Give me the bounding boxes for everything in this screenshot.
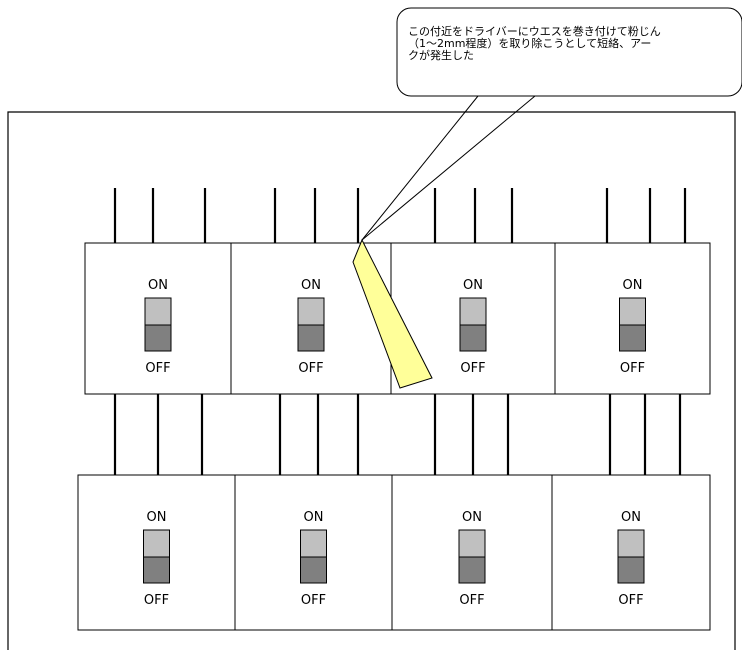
switch-lever-bottom xyxy=(300,556,327,584)
on-label: ON xyxy=(304,510,324,525)
switch-lever-top xyxy=(458,529,486,558)
switch-lever-bottom xyxy=(144,324,172,352)
switch-lever-top xyxy=(619,297,646,326)
callout-pointer-left xyxy=(361,95,479,241)
switch-lever-top xyxy=(143,529,170,558)
off-label: OFF xyxy=(145,361,170,376)
callout-pointer-right xyxy=(361,95,536,241)
on-label: ON xyxy=(147,510,167,525)
breaker-lower-4: ON OFF xyxy=(551,474,711,631)
switch-lever-top xyxy=(297,297,325,326)
on-label: ON xyxy=(462,510,482,525)
switch-lever-bottom xyxy=(143,556,170,584)
off-label: OFF xyxy=(298,361,323,376)
on-label: ON xyxy=(463,278,483,293)
switch-lever-top xyxy=(459,297,487,326)
switch-lever-bottom xyxy=(459,324,487,352)
breaker-upper-4: ON OFF xyxy=(554,242,711,395)
off-label: OFF xyxy=(459,593,484,608)
breakers-group: ON OFF ON OFF ON OFF ON OFF ON OFF ON OFF ON OFF ON OFF xyxy=(77,242,711,631)
on-label: ON xyxy=(148,278,168,293)
breaker-lower-2: ON OFF xyxy=(234,474,393,631)
panel-outline xyxy=(7,111,736,650)
switch-lever-bottom xyxy=(458,556,486,584)
callout-bubble xyxy=(396,7,742,97)
switch-lever-top xyxy=(300,529,327,558)
screwdriver-icon xyxy=(352,238,433,389)
breaker-lower-3: ON OFF xyxy=(391,474,553,631)
breaker-upper-2: ON OFF xyxy=(230,242,392,395)
switch-lever-bottom xyxy=(297,324,325,352)
callout-text: この付近をドライバーにウエスを巻き付けて粉じん （1～2mm程度）を取り除こうと… xyxy=(408,25,661,62)
breaker-lower-1: ON OFF xyxy=(77,474,236,631)
on-label: ON xyxy=(623,278,643,293)
on-label: ON xyxy=(301,278,321,293)
breaker-upper-1: ON OFF xyxy=(84,242,232,395)
switch-lever-top xyxy=(617,529,645,558)
wires-group xyxy=(113,188,687,475)
switch-lever-bottom xyxy=(619,324,646,352)
off-label: OFF xyxy=(144,593,169,608)
off-label: OFF xyxy=(301,593,326,608)
switch-lever-top xyxy=(144,297,172,326)
off-label: OFF xyxy=(460,361,485,376)
off-label: OFF xyxy=(618,593,643,608)
on-label: ON xyxy=(621,510,641,525)
off-label: OFF xyxy=(620,361,645,376)
switch-lever-bottom xyxy=(617,556,645,584)
